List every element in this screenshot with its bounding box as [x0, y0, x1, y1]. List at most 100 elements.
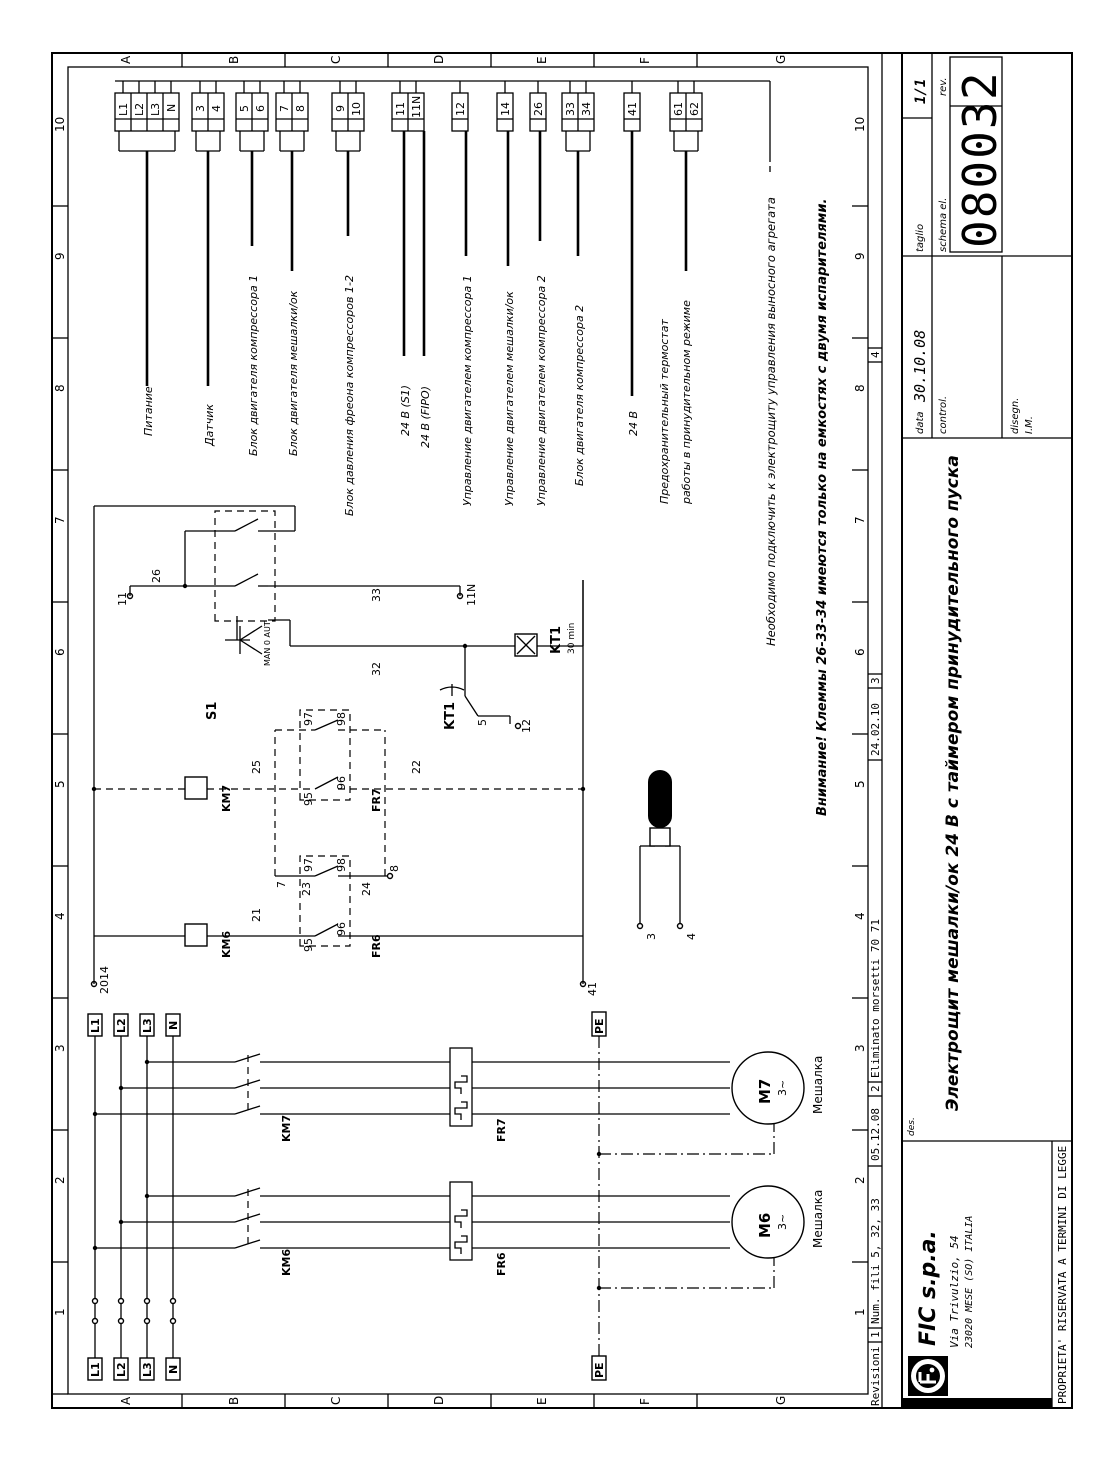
terminal-number: 3: [194, 105, 207, 112]
wire-number: 8: [388, 865, 401, 872]
company-address: 23020 MESE (SO) ITALIA: [964, 1216, 975, 1348]
fr7-ctrl-label: FR7: [370, 788, 383, 812]
kt1-contact-label: KT1: [443, 702, 458, 730]
revision-text: Num. fili 5, 32, 33: [869, 1198, 882, 1324]
row-label: B: [227, 56, 241, 64]
wire-number: 32: [370, 662, 383, 676]
wire-number: 25: [250, 760, 263, 774]
row-label: F: [638, 1398, 652, 1405]
supply-terminals-left: L1 L2 L3 N PE: [87, 1355, 607, 1381]
fic-logo-icon: [908, 1356, 948, 1396]
control-circuit: 20 14 41 KM6 21 95 96 97 98 FR6: [90, 505, 698, 996]
revision-date: 24.02.10: [869, 703, 882, 756]
col-label: 1: [853, 1308, 867, 1316]
m7-type: 3~: [776, 1080, 789, 1096]
column-grid: 1 2 3 4 5 6 7 8 9 10 1 2 3 4 5 6 7: [52, 117, 868, 1395]
col-label: 4: [53, 912, 67, 920]
wire-number: 4: [685, 933, 698, 940]
selector-switch-s1: MAN 0 AUT S1: [205, 616, 272, 720]
wire-number: 24: [360, 882, 373, 896]
terminal-number: L1: [117, 103, 130, 116]
km7-coil-label: KM7: [220, 785, 233, 812]
date-label: data: [915, 411, 926, 434]
terminal-desc: Предохранительный термостат: [658, 318, 671, 504]
kt1-coil-label: KT1: [549, 626, 564, 654]
row-label: A: [119, 1396, 133, 1405]
terminal-label: L1: [89, 1018, 102, 1033]
terminal-group-12: 12 Управление двигателем компрессора 1: [451, 81, 474, 506]
col-label: 2: [853, 1176, 867, 1184]
company-address: Via Trivulzio, 54: [948, 1235, 961, 1348]
terminal-label: N: [167, 1365, 180, 1374]
terminal-number: 8: [294, 105, 307, 112]
terminal-desc: работы в принудительном режиме: [680, 300, 693, 505]
power-circuit: L1 L2 L3 N PE L1 L2 L3 N PE: [87, 1011, 825, 1381]
terminal-group-14: 14 Управление двигателем мешалки/ок: [496, 81, 516, 506]
row-label: A: [119, 55, 133, 64]
terminal-desc: Блок двигателя компрессора 1: [247, 275, 260, 456]
revision-text: Eliminato morsetti 70 71: [869, 919, 882, 1078]
terminal-desc: Датчик: [203, 404, 216, 447]
row-label: G: [774, 1396, 788, 1405]
m7-tag: M7: [756, 1079, 774, 1104]
col-label: 2: [53, 1176, 67, 1184]
m6-label: Мешалка: [811, 1190, 825, 1248]
terminal-desc: Питание: [142, 386, 155, 436]
terminal-number: 7: [278, 105, 291, 112]
contact-number: 97: [302, 712, 315, 726]
disegn-value: I.M.: [1024, 416, 1035, 434]
inner-frame: [67, 66, 869, 1395]
col-label: 7: [53, 516, 67, 524]
wire-number: 12: [520, 719, 533, 733]
rev-label: rev.: [938, 77, 949, 96]
row-label: E: [535, 56, 549, 64]
contact-number: 95: [302, 792, 315, 806]
terminal-group-11-11n: 11 11N 24 В (S1) 24 В (FIPO): [391, 81, 432, 448]
col-label: 8: [53, 384, 67, 392]
terminal-strip: L1 L2 L3 N Питание 3 4: [114, 80, 778, 646]
contact-number: 98: [335, 858, 348, 872]
col-label: 9: [53, 252, 67, 260]
row-grid: A B C D E F G A B C D E F G: [119, 53, 788, 1408]
km7-label: KM7: [280, 1115, 293, 1142]
wire-number: 20: [98, 980, 111, 994]
wire-number: 11: [116, 592, 129, 606]
contact-number: 97: [302, 858, 315, 872]
m7-label: Мешалка: [811, 1056, 825, 1114]
terminal-number: 5: [238, 105, 251, 112]
des-label: des.: [907, 1117, 917, 1136]
terminal-number: 9: [334, 105, 347, 112]
col-label: 10: [53, 117, 67, 132]
kt1-time: 30 min: [567, 623, 577, 654]
fr6-ctrl-label: FR6: [370, 934, 383, 958]
row-label: B: [227, 1397, 241, 1405]
wire-number: 23: [300, 882, 313, 896]
terminal-number: 41: [626, 102, 639, 116]
row-label: E: [535, 1397, 549, 1405]
col-label: 3: [53, 1044, 67, 1052]
contact-number: 96: [335, 922, 348, 936]
terminal-desc: 24 В: [627, 411, 640, 436]
fr6-label: FR6: [495, 1252, 508, 1276]
terminal-group-5-6: 5 6 Блок двигателя компрессора 1: [235, 81, 269, 456]
terminal-desc: Блок давления фреона компрессоров 1-2: [343, 275, 356, 516]
wire-number: 5: [476, 719, 489, 726]
terminal-desc: Блок двигателя мешалки/ок: [287, 290, 300, 456]
col-label: 5: [853, 780, 867, 788]
temperature-probe-icon: 3 4: [636, 770, 698, 940]
terminal-group-26: 26 Управление двигателем компрессора 2: [529, 81, 548, 506]
wire-number: 7: [275, 881, 288, 888]
km6-label: KM6: [280, 1249, 293, 1276]
wire-number: 3: [645, 933, 658, 940]
title-block: FIC s.p.a. Via Trivulzio, 54 23020 MESE …: [902, 53, 1072, 1408]
terminal-label: N: [167, 1021, 180, 1030]
terminal-number: N: [165, 104, 178, 112]
row-label: G: [774, 55, 788, 64]
schema-label: schema el.: [938, 198, 949, 252]
disegn-label: disegn.: [1010, 398, 1021, 434]
wire-number: 22: [410, 760, 423, 774]
drawing-date: 30.10.08: [911, 330, 929, 403]
col-label: 4: [853, 912, 867, 920]
col-label: 8: [853, 384, 867, 392]
